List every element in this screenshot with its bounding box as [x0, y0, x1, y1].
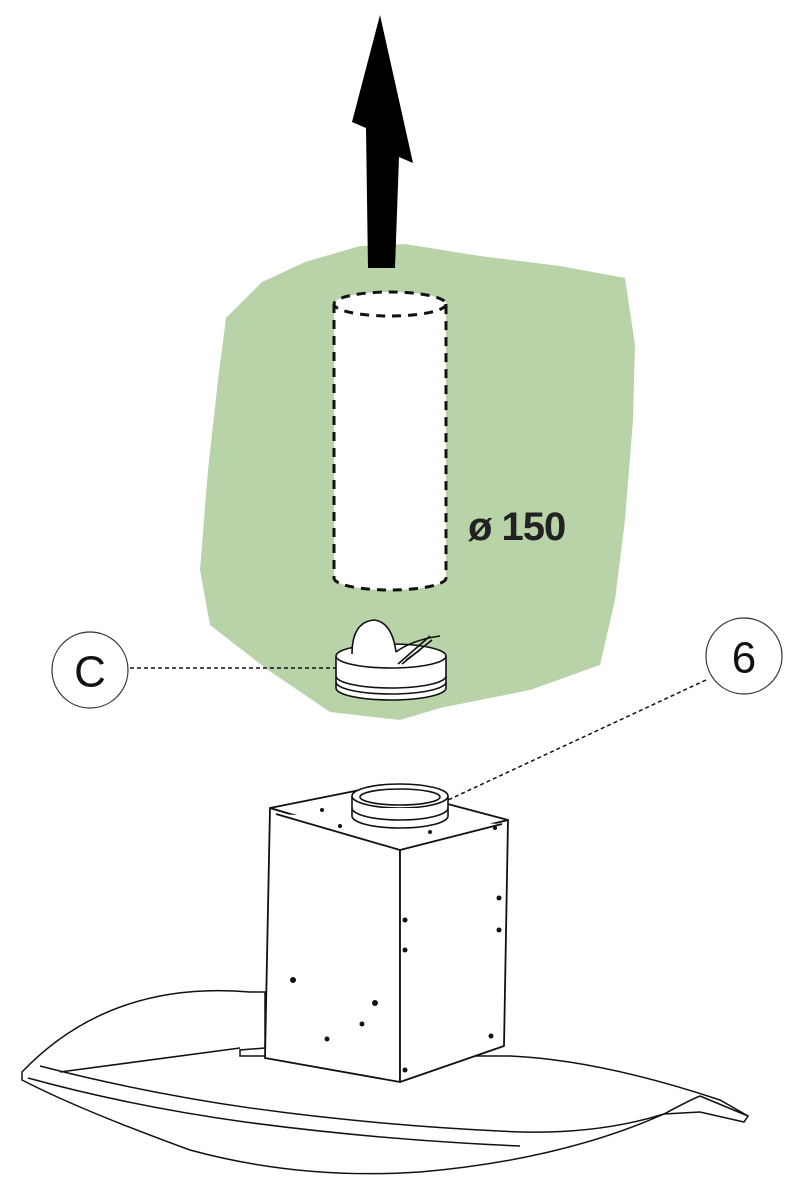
chimney-cover: [264, 785, 509, 1083]
callout-6-leader: [447, 679, 707, 801]
hood-canopy: [21, 989, 750, 1175]
callout-c-circle: [51, 631, 129, 709]
outlet-collar: [351, 783, 449, 829]
screw-dots: [290, 808, 502, 1073]
callout-c-label: C: [74, 648, 106, 697]
arrow-up-icon: [352, 15, 413, 268]
duct-cylinder: [332, 290, 448, 592]
callout-6-label: 6: [732, 634, 756, 683]
check-valve: [335, 619, 447, 701]
callout-6-circle: [705, 617, 783, 695]
diameter-label: ø 150: [468, 505, 565, 549]
